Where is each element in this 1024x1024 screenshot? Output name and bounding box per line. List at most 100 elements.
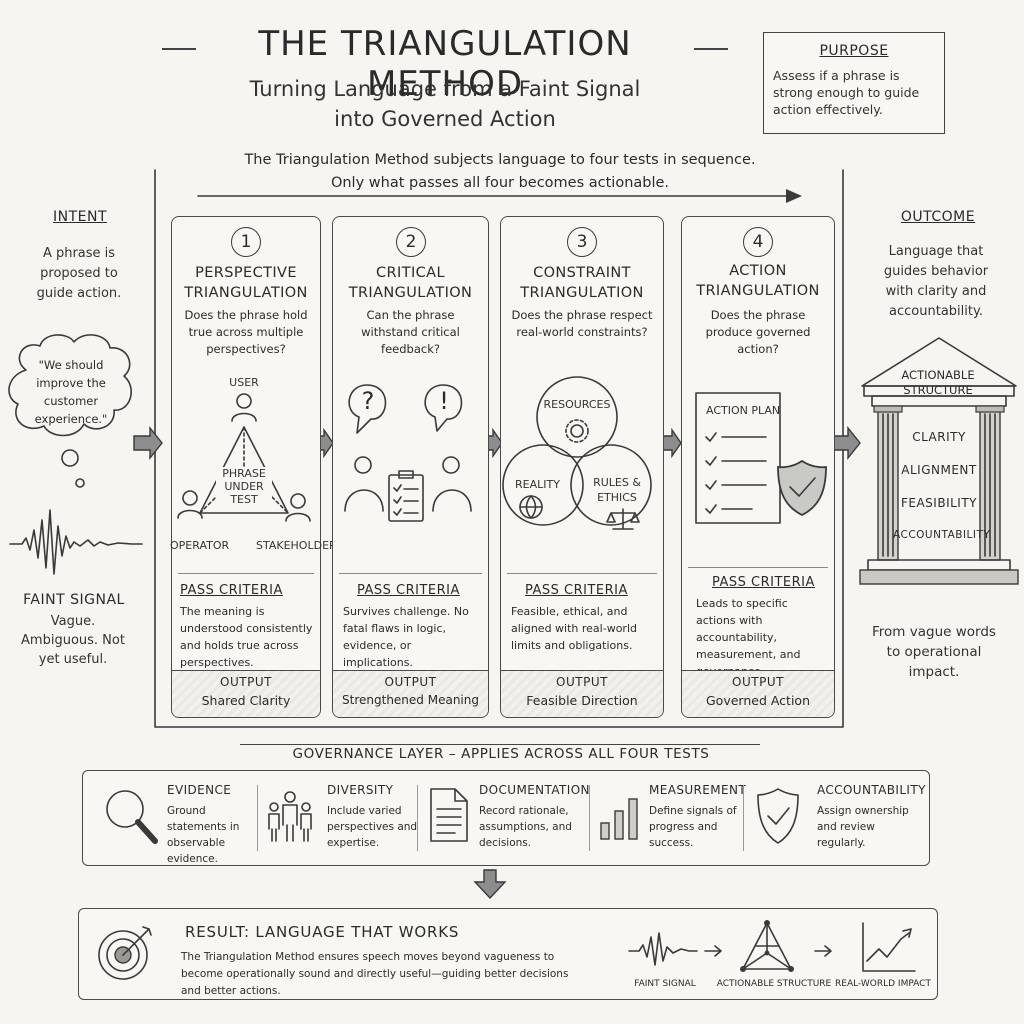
gov-documentation-text: Record rationale, assumptions, and decis… [479, 805, 572, 849]
building-title: ACTIONABLE STRUCTURE [901, 368, 975, 397]
gov-evidence-text: Ground statements in observable evidence… [167, 805, 240, 865]
trend-up-icon [862, 922, 916, 972]
divider [339, 573, 482, 574]
divider [688, 567, 828, 568]
building-pillars-icon [859, 337, 1019, 585]
shield-check-icon [777, 459, 827, 517]
intent-quote: "We should improve the customer experien… [34, 358, 108, 426]
flow-label-actionable-structure: ACTIONABLE STRUCTURE [716, 979, 832, 989]
divider [589, 785, 590, 851]
gov-accountability-text: Assign ownership and review regularly. [817, 805, 909, 849]
purpose-text: Assess if a phrase is strong enough to g… [773, 68, 920, 117]
intent-text: A phrase is proposed to guide action. [36, 246, 122, 301]
target-icon [98, 926, 152, 980]
intent-heading: INTENT [52, 209, 108, 225]
stage-card-perspective: 1 PERSPECTIVE TRIANGULATION Does the phr… [170, 216, 337, 718]
subtitle-line2: into Governed Action [334, 107, 556, 131]
purpose-heading: PURPOSE [819, 43, 889, 59]
resources-label: RESOURCES [543, 398, 611, 411]
faint-signal-waveform-icon [9, 509, 143, 575]
page-title: THE TRIANGULATION METHOD [258, 24, 632, 104]
output-heading: OUTPUT [384, 675, 437, 689]
gov-evidence-title: EVIDENCE [167, 783, 232, 797]
action-plan-icon [695, 392, 827, 524]
divider [417, 785, 418, 851]
governance-heading-bracket [240, 744, 760, 765]
pass-criteria-heading: PASS CRITERIA [712, 575, 815, 590]
perspective-triangle-icon [177, 393, 311, 522]
output-bar: OUTPUT Shared Clarity [172, 670, 320, 717]
document-icon [430, 788, 468, 842]
stage-number: 1 [231, 227, 261, 257]
exclamation-glyph: ! [439, 387, 449, 415]
faint-signal-heading: FAINT SIGNAL [23, 592, 125, 608]
subtitle-line1: Turning Language from a Faint Signal [249, 77, 641, 101]
output-bar: OUTPUT Governed Action [682, 670, 834, 717]
intro-line2: Only what passes all four becomes action… [330, 175, 670, 191]
stage-title: PERSPECTIVE TRIANGULATION [184, 265, 308, 301]
output-heading: OUTPUT [556, 675, 608, 689]
triangle-network-icon [740, 920, 794, 972]
flow-label-faint-signal: FAINT SIGNAL [634, 979, 696, 989]
stage-number: 3 [567, 227, 597, 257]
gov-accountability-title: ACCOUNTABILITY [817, 783, 926, 797]
gov-diversity-title: DIVERSITY [327, 783, 394, 797]
output-text: Feasible Direction [526, 693, 638, 708]
stage-title: CRITICAL TRIANGULATION [348, 265, 473, 301]
pillar-clarity: CLARITY [912, 430, 966, 444]
title-dash-left [162, 48, 196, 50]
person-icon [231, 393, 257, 422]
outcome-text: Language that guides behavior with clari… [883, 244, 989, 319]
gov-documentation-title: DOCUMENTATION [479, 783, 590, 797]
persona-stakeholder-label: STAKEHOLDER [256, 539, 337, 552]
stage-card-action: 4 ACTION TRIANGULATION Does the phrase p… [681, 216, 835, 718]
outcome-heading: OUTCOME [900, 209, 976, 225]
title-dash-right [694, 48, 728, 50]
result-text: The Triangulation Method ensures speech … [181, 951, 569, 997]
pass-criteria-heading: PASS CRITERIA [525, 583, 628, 598]
persona-user-label: USER [229, 376, 259, 389]
scales-icon [606, 508, 640, 530]
divider [507, 573, 657, 574]
people-icon [268, 791, 312, 842]
output-heading: OUTPUT [732, 675, 784, 689]
thought-cloud-icon [8, 334, 133, 488]
faint-signal-text: Vague. Ambiguous. Not yet useful. [21, 614, 125, 667]
stage-title: ACTION TRIANGULATION [696, 263, 820, 299]
persona-operator-label: OPERATOR [170, 539, 230, 552]
bar-chart-icon [600, 798, 638, 840]
pillar-feasibility: FEASIBILITY [900, 496, 977, 510]
pass-criteria-text: Feasible, ethical, and aligned with real… [511, 605, 637, 652]
output-text: Shared Clarity [201, 693, 291, 708]
globe-icon [519, 495, 543, 519]
gov-diversity-text: Include varied perspectives and expertis… [327, 805, 418, 849]
stage-question: Does the phrase produce governed action? [705, 308, 811, 356]
result-flow-graphic [628, 920, 916, 972]
critical-feedback-icon [344, 384, 472, 522]
pillar-alignment: ALIGNMENT [901, 463, 977, 477]
purpose-box: PURPOSE Assess if a phrase is strong eno… [763, 32, 945, 134]
rules-ethics-label: RULES & ETHICS [593, 476, 641, 504]
result-panel: RESULT: LANGUAGE THAT WORKS The Triangul… [78, 908, 938, 1000]
stage-question: Can the phrase withstand critical feedba… [361, 308, 460, 356]
output-text: Governed Action [705, 693, 810, 708]
reality-label: REALITY [515, 478, 560, 491]
speech-bubble-icon [348, 384, 387, 434]
output-bar: OUTPUT Feasible Direction [501, 670, 663, 717]
gov-measurement-text: Define signals of progress and success. [649, 805, 737, 849]
pass-criteria-text: Survives challenge. No fatal flaws in lo… [343, 605, 469, 669]
faint-signal-mini-icon [628, 932, 698, 966]
divider [178, 573, 314, 574]
phrase-under-test-label: PHRASE UNDER TEST [216, 467, 272, 506]
stage-title: CONSTRAINT TRIANGULATION [520, 265, 644, 301]
divider [257, 785, 258, 851]
flow-label-real-world-impact: REAL-WORLD IMPACT [835, 979, 931, 989]
venn-diagram-icon [502, 376, 652, 530]
stage-card-critical: 2 CRITICAL TRIANGULATION Can the phrase … [332, 216, 489, 718]
pass-criteria-heading: PASS CRITERIA [357, 583, 460, 598]
pass-criteria-text: The meaning is understood consistently a… [180, 605, 313, 669]
magnifier-icon [106, 790, 158, 844]
result-heading: RESULT: LANGUAGE THAT WORKS [185, 923, 460, 941]
shield-check-icon [757, 788, 799, 844]
question-mark-glyph: ? [361, 387, 375, 415]
